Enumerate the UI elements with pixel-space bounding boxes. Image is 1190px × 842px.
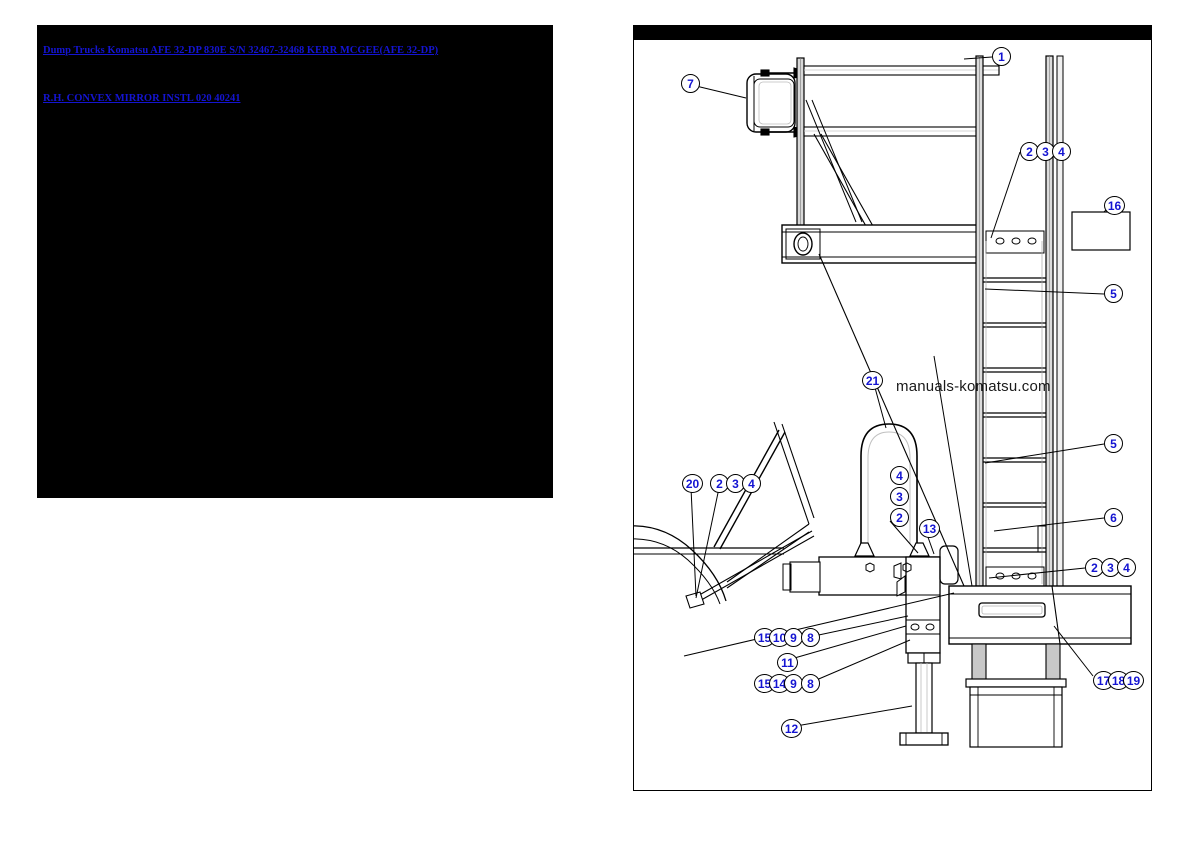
exploded-parts-diagram [634, 55, 1132, 748]
watermark-text: manuals-komatsu.com [896, 378, 1051, 395]
catalog-text-panel: Dump Trucks Komatsu AFE 32-DP 830E S/N 3… [37, 25, 553, 498]
callout-balloon-2-2[interactable]: 2 [1020, 142, 1039, 161]
callout-balloon-19-14[interactable]: 19 [1123, 671, 1144, 690]
callout-balloon-8-27[interactable]: 8 [801, 628, 820, 647]
callout-balloon-12-33[interactable]: 12 [781, 719, 802, 738]
callout-balloon-6-8[interactable]: 6 [1104, 508, 1123, 527]
callout-balloon-9-31[interactable]: 9 [784, 674, 803, 693]
callout-balloon-2-9[interactable]: 2 [1085, 558, 1104, 577]
callout-balloon-4-4[interactable]: 4 [1052, 142, 1071, 161]
callout-balloon-1-1[interactable]: 1 [992, 47, 1011, 66]
callout-balloon-5-6[interactable]: 5 [1104, 284, 1123, 303]
callout-balloon-4-11[interactable]: 4 [1117, 558, 1136, 577]
callout-balloon-11-28[interactable]: 11 [777, 653, 798, 672]
callout-balloon-20-16[interactable]: 20 [682, 474, 703, 493]
callout-balloon-5-7[interactable]: 5 [1104, 434, 1123, 453]
callout-balloon-2-22[interactable]: 2 [890, 508, 909, 527]
callout-balloon-21-15[interactable]: 21 [862, 371, 883, 390]
callout-balloon-7-0[interactable]: 7 [681, 74, 700, 93]
callout-balloon-3-21[interactable]: 3 [890, 487, 909, 506]
drawing-header-bar [634, 26, 1151, 40]
assembly-name-link[interactable]: R.H. CONVEX MIRROR INSTL 020 40241 [43, 93, 241, 104]
callout-balloon-16-5[interactable]: 16 [1104, 196, 1125, 215]
callout-balloon-4-19[interactable]: 4 [742, 474, 761, 493]
callout-balloon-13-23[interactable]: 13 [919, 519, 940, 538]
breadcrumb-title-link[interactable]: Dump Trucks Komatsu AFE 32-DP 830E S/N 3… [43, 45, 439, 56]
callout-balloon-4-20[interactable]: 4 [890, 466, 909, 485]
callout-balloon-8-32[interactable]: 8 [801, 674, 820, 693]
